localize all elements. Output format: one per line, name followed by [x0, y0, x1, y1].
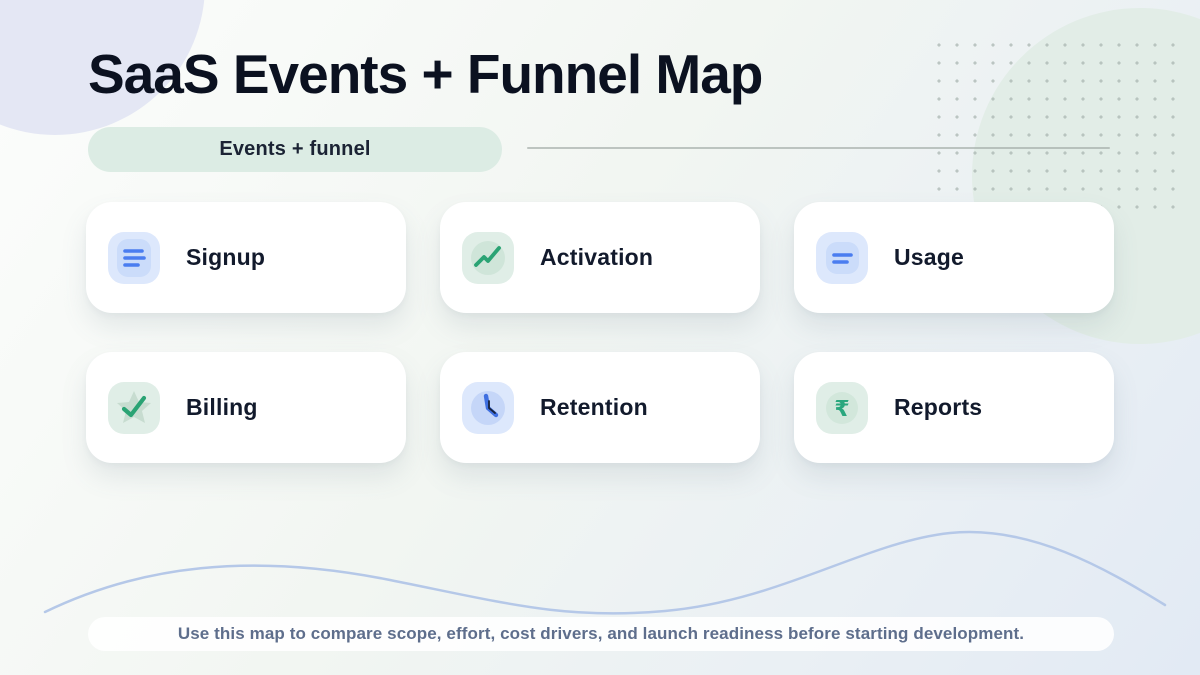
list-lines-icon	[108, 231, 160, 284]
short-lines-icon	[816, 231, 868, 284]
card-label: Billing	[186, 394, 258, 420]
page-title: SaaS Events + Funnel Map	[88, 43, 763, 105]
footer-note-pill: Use this map to compare scope, effort, c…	[88, 617, 1114, 651]
card-reports[interactable]: ₹ Reports	[794, 352, 1114, 463]
card-label: Reports	[894, 394, 983, 420]
card-billing[interactable]: Billing	[86, 352, 406, 463]
card-signup[interactable]: Signup	[86, 202, 406, 313]
card-label: Activation	[540, 244, 654, 270]
card-label: Usage	[894, 244, 965, 270]
category-badge-label: Events + funnel	[219, 138, 371, 160]
card-label: Signup	[186, 244, 266, 270]
footer-note-text: Use this map to compare scope, effort, c…	[177, 624, 1025, 643]
card-usage[interactable]: Usage	[794, 202, 1114, 313]
trend-up-icon	[462, 231, 514, 284]
rupee-glyph: ₹	[834, 397, 849, 422]
category-badge: Events + funnel	[88, 127, 502, 172]
rupee-icon: ₹	[816, 381, 868, 434]
card-activation[interactable]: Activation	[440, 202, 760, 313]
star-check-icon	[108, 381, 160, 434]
decor-dot-grid	[930, 36, 1186, 212]
card-retention[interactable]: Retention	[440, 352, 760, 463]
header-divider	[527, 147, 1110, 149]
card-label: Retention	[540, 394, 648, 420]
clock-icon	[462, 381, 514, 434]
